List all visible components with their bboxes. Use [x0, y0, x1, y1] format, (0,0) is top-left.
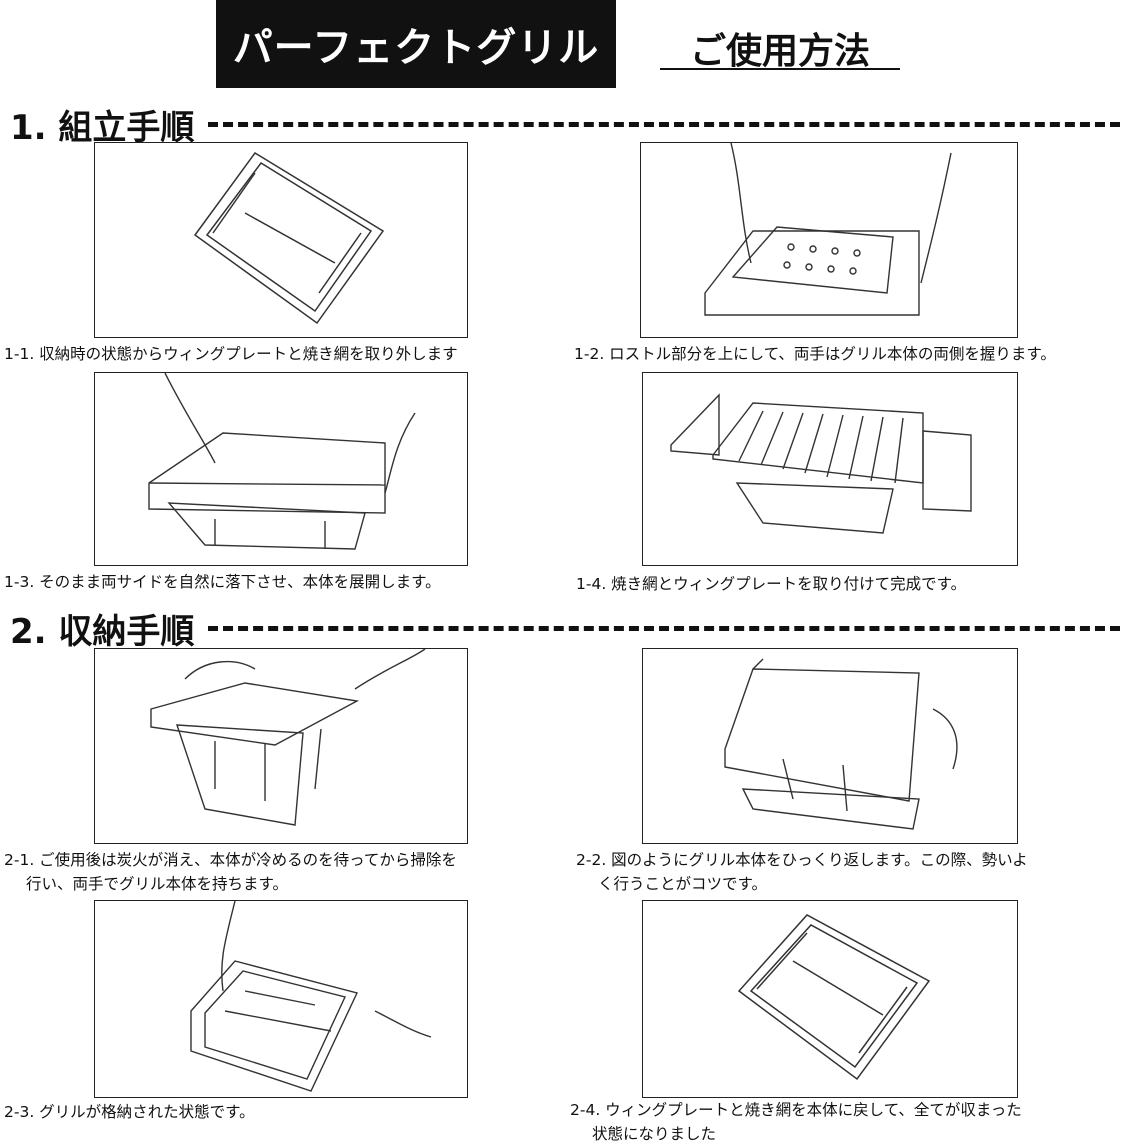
- grill-unfolding-illustration: [148, 373, 416, 550]
- step-2-3-illustration: [94, 900, 468, 1098]
- step-2-1-caption: 2-1. ご使用後は炭火が消え、本体が冷めるのを待ってから掃除を 行い、両手でグ…: [4, 848, 457, 896]
- grill-stored-illustration: [190, 901, 432, 1092]
- folded-grill-illustration: [193, 152, 385, 325]
- dashed-divider: [208, 122, 1120, 127]
- section-storage-heading: 2. 収納手順: [10, 604, 1120, 653]
- product-title: パーフェクトグリル: [216, 0, 616, 88]
- grill-held-illustration: [704, 143, 952, 316]
- grill-flipping-illustration: [724, 658, 958, 830]
- step-2-2-illustration: [642, 648, 1018, 844]
- step-2-4-caption: 2-4. ウィングプレートと焼き網を本体に戻して、全てが収まった 状態になりまし…: [570, 1098, 1022, 1146]
- step-2-2-caption: 2-2. 図のようにグリル本体をひっくり返します。この際、勢いよ く行うことがコ…: [576, 848, 1028, 896]
- caption-line: く行うことがコツです。: [598, 875, 767, 893]
- step-1-2-caption: 1-2. ロストル部分を上にして、両手はグリル本体の両側を握ります。: [574, 345, 1056, 363]
- caption-line: 行い、両手でグリル本体を持ちます。: [26, 875, 288, 893]
- grill-fully-stored-illustration: [737, 914, 931, 1081]
- section-heading-label: 2. 収納手順: [10, 612, 195, 652]
- step-1-1-caption: 1-1. 収納時の状態からウィングプレートと焼き網を取り外します: [4, 345, 458, 363]
- dashed-divider: [208, 626, 1120, 631]
- step-1-4-illustration: [642, 372, 1018, 566]
- section-assembly-heading: 1. 組立手順: [10, 100, 1120, 149]
- caption-line: 2-2. 図のようにグリル本体をひっくり返します。この際、勢いよ: [576, 851, 1028, 869]
- step-1-1-illustration: [94, 142, 468, 338]
- step-2-4-illustration: [642, 900, 1018, 1098]
- grill-lifting-illustration: [150, 649, 426, 826]
- caption-line: 2-4. ウィングプレートと焼き網を本体に戻して、全てが収まった: [570, 1101, 1022, 1119]
- step-1-2-illustration: [640, 142, 1018, 338]
- grill-completed-illustration: [670, 393, 972, 534]
- caption-line: 状態になりました: [592, 1125, 717, 1143]
- step-1-3-illustration: [94, 372, 468, 566]
- section-heading-label: 1. 組立手順: [10, 108, 195, 148]
- step-1-3-caption: 1-3. そのまま両サイドを自然に落下させ、本体を展開します。: [4, 573, 441, 591]
- step-2-3-caption: 2-3. グリルが格納された状態です。: [4, 1103, 255, 1121]
- step-2-1-illustration: [94, 648, 468, 844]
- step-1-4-caption: 1-4. 焼き網とウィングプレートを取り付けて完成です。: [576, 575, 967, 593]
- usage-subtitle: ご使用方法: [660, 22, 900, 72]
- caption-line: 2-1. ご使用後は炭火が消え、本体が冷めるのを待ってから掃除を: [4, 851, 457, 869]
